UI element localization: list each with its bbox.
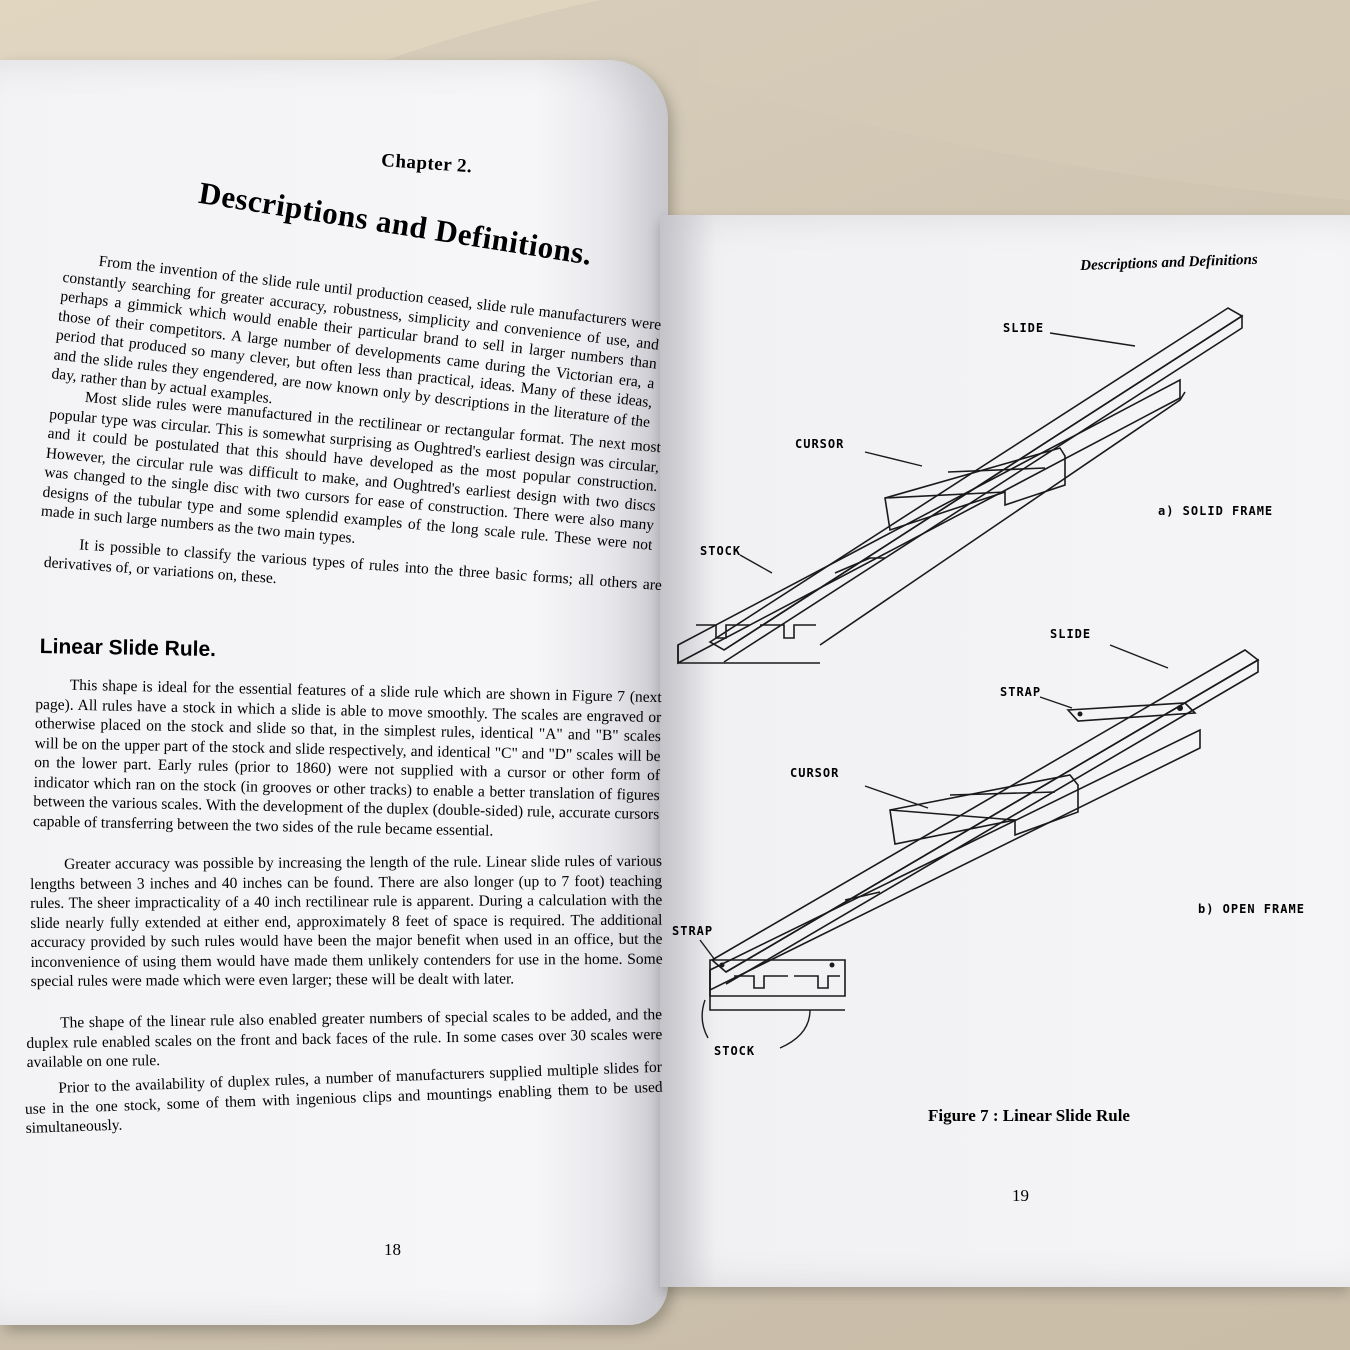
leader-stock-b-left [701, 999, 709, 1039]
label-stock-a: STOCK [700, 544, 741, 558]
slide-joint [834, 557, 885, 574]
open-slide-side [725, 658, 1259, 985]
label-slide-a: SLIDE [1003, 321, 1044, 335]
cursor-block-a [884, 447, 1066, 532]
slide-side [723, 314, 1243, 663]
open-slide-strip [710, 649, 1260, 973]
caption-open-frame: b) OPEN FRAME [1198, 902, 1305, 916]
slide-strip [708, 307, 1244, 651]
solid-frame-leaders [739, 332, 1136, 574]
leader-stock-a [739, 554, 773, 574]
leader-slide-a [1049, 332, 1136, 347]
open-frame-drawing [709, 649, 1260, 1011]
label-slide-b: SLIDE [1050, 627, 1091, 641]
open-frame-leaders [699, 644, 1169, 1049]
open-groove-2 [794, 975, 840, 989]
paragraph-text: Greater accuracy was possible by increas… [30, 852, 663, 990]
left-page [0, 60, 668, 1325]
caption-solid-frame: a) SOLID FRAME [1158, 504, 1273, 518]
leader-strap-top [1039, 696, 1073, 709]
leader-cursor-b [864, 785, 929, 809]
section-heading: Linear Slide Rule. [39, 635, 217, 662]
cursor-window-b [949, 791, 1056, 796]
paragraph-shape: This shape is ideal for the essential fe… [33, 675, 662, 844]
paragraph-text: This shape is ideal for the essential fe… [32, 676, 662, 840]
stock-top-plate [677, 378, 1181, 665]
page-number-right: 19 [1012, 1186, 1029, 1205]
label-cursor-b: CURSOR [790, 766, 839, 780]
end-strap [709, 959, 846, 997]
strap-rivets [719, 705, 1183, 968]
page-number-left: 18 [384, 1240, 401, 1259]
leader-cursor-a [864, 451, 923, 467]
cursor-edge-b [889, 809, 1016, 821]
open-slide-joint [844, 891, 881, 901]
right-page [660, 215, 1350, 1287]
cursor-block-b [889, 774, 1079, 845]
stock-front-edge [677, 645, 820, 664]
paragraph-accuracy: Greater accuracy was possible by increas… [30, 852, 663, 992]
open-groove-1 [734, 975, 788, 989]
cursor-edge-a [884, 491, 1006, 499]
solid-frame-drawing [677, 307, 1244, 665]
stock-groove-1 [696, 624, 750, 639]
leader-strap-end [699, 939, 716, 961]
label-stock-b: STOCK [714, 1044, 755, 1058]
cursor-window-a [947, 467, 1046, 473]
top-strap [1066, 702, 1197, 722]
rivet [829, 962, 835, 968]
figure-caption: Figure 7 : Linear Slide Rule [928, 1106, 1130, 1125]
leader-slide-b [1109, 644, 1169, 669]
stock-line-front [819, 391, 1186, 646]
label-strap-end: STRAP [672, 924, 713, 938]
stock-groove-2 [760, 624, 816, 639]
rivet [1077, 711, 1083, 717]
rivet [719, 962, 725, 968]
label-cursor-a: CURSOR [795, 437, 844, 451]
slide-rule-figure: SLIDE CURSOR STOCK a) SOLID FRAME SLIDE … [672, 307, 1305, 1058]
label-strap-top: STRAP [1000, 685, 1041, 699]
rivet [1177, 705, 1183, 711]
leader-stock-b-right [779, 1009, 811, 1049]
